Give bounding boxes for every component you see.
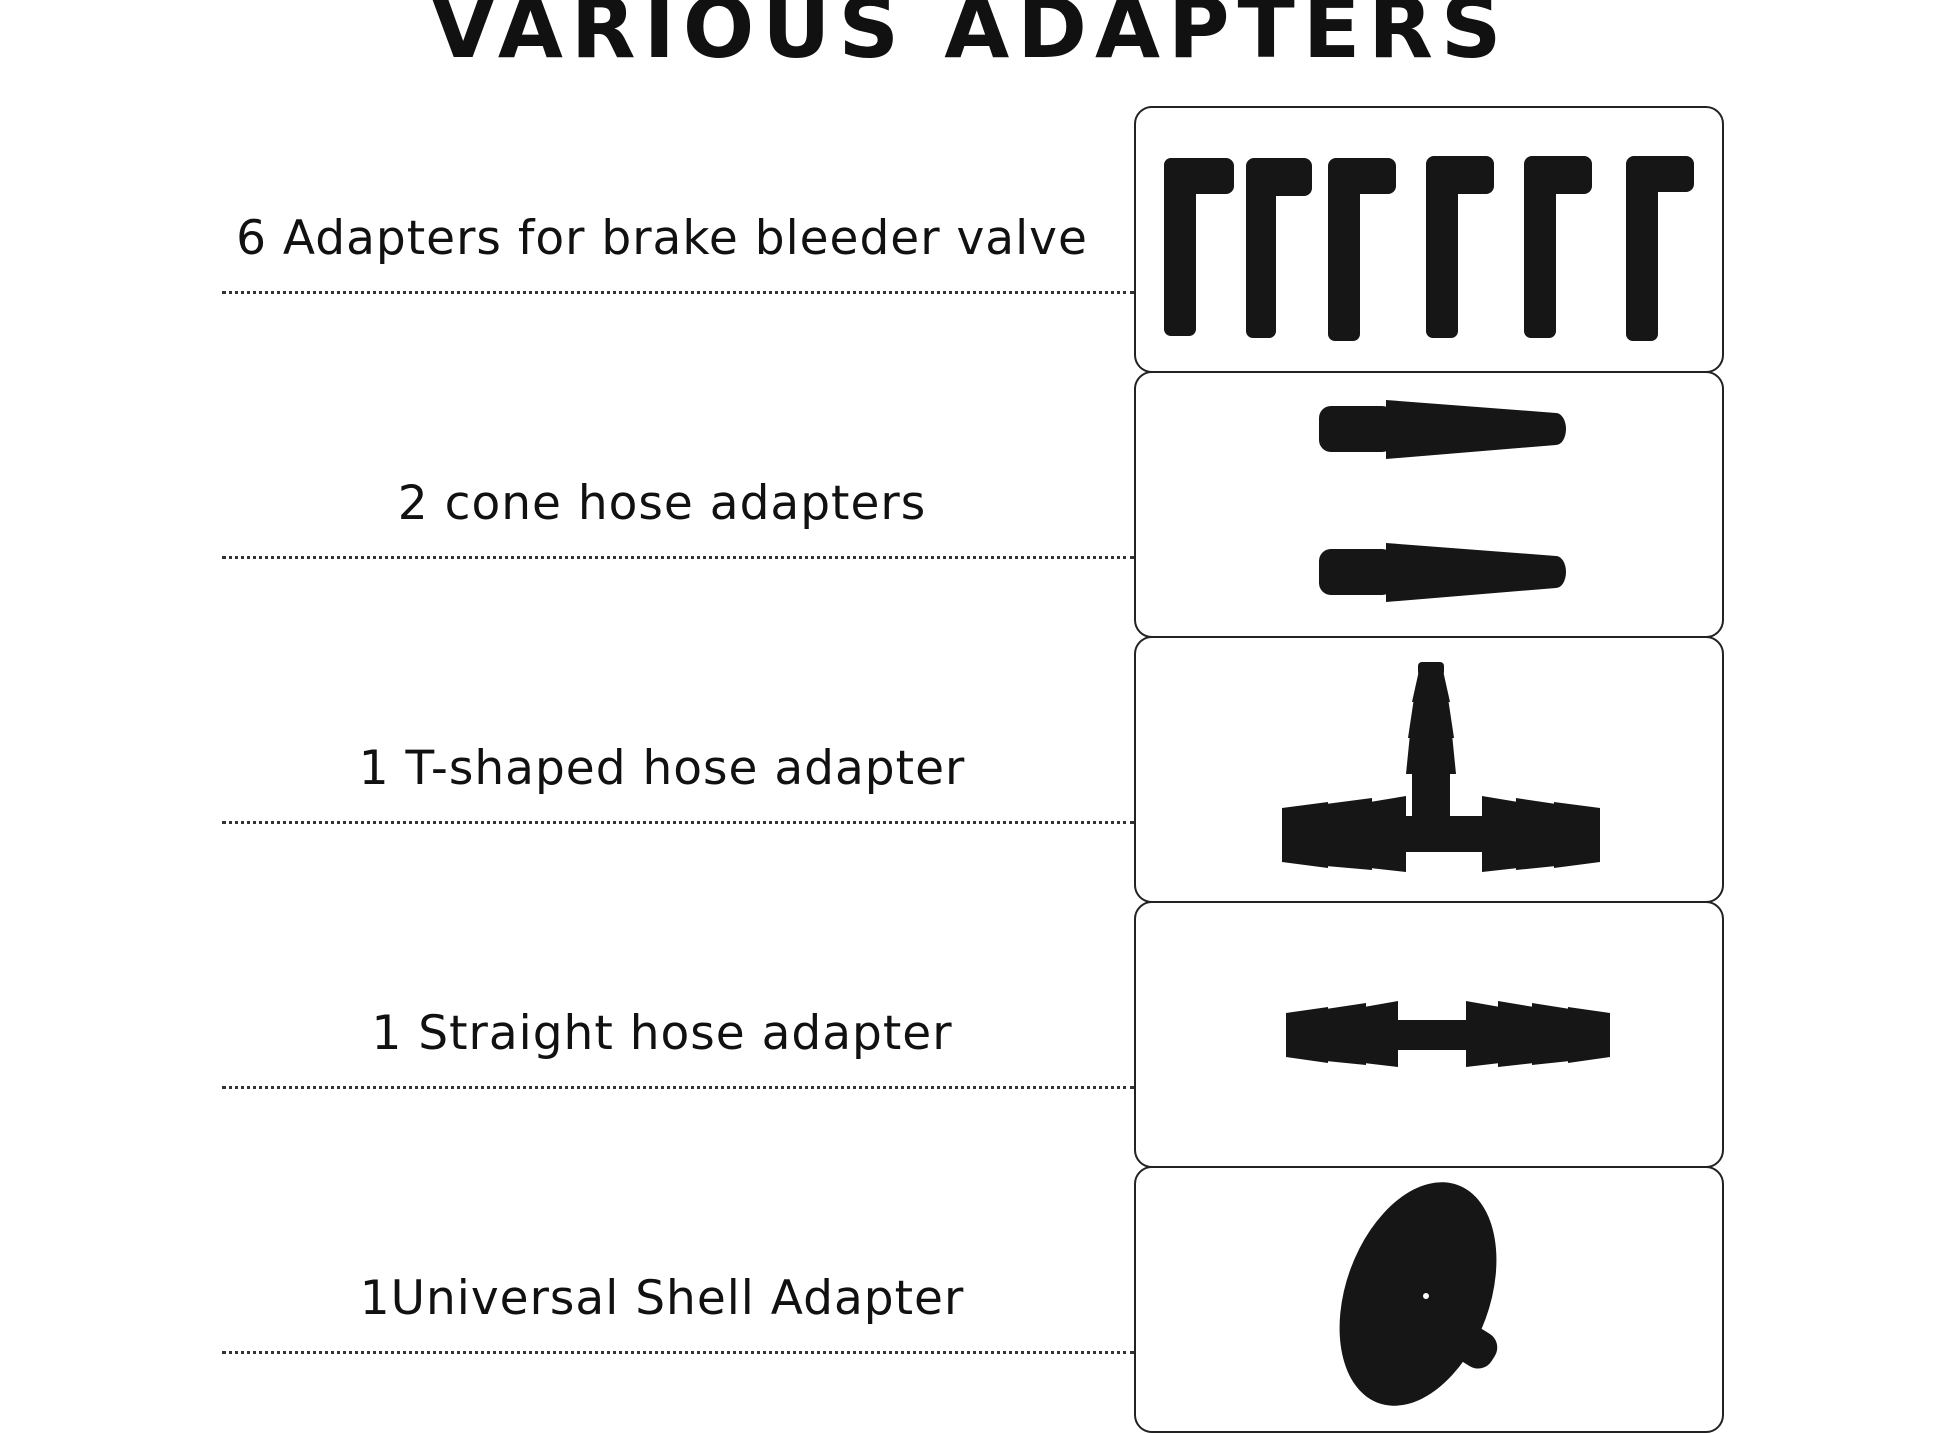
elbow-adapter-icon <box>1164 158 1234 336</box>
shell-adapter-icon <box>1339 1182 1498 1406</box>
cone-adapters-image <box>1319 400 1566 602</box>
item-image-panel <box>1134 636 1724 903</box>
elbow-adapter-icon <box>1426 156 1494 338</box>
elbow-adapter-icon <box>1524 156 1592 338</box>
item-row-t-adapter: 1 T-shaped hose adapter <box>0 636 1940 903</box>
item-label: 2 cone hose adapters <box>397 476 927 531</box>
bleeder-adapters-image <box>1164 156 1694 341</box>
shell-adapter-image <box>1339 1182 1498 1406</box>
item-image-panel <box>1134 371 1724 638</box>
item-label: 1Universal Shell Adapter <box>359 1271 965 1326</box>
cone-adapter-icon <box>1319 543 1566 602</box>
item-image-panel <box>1134 1166 1724 1433</box>
page-title: VARIOUS ADAPTERS <box>430 0 1510 77</box>
item-label: 1 T-shaped hose adapter <box>358 741 966 796</box>
item-label: 1 Straight hose adapter <box>371 1006 953 1061</box>
item-label: 6 Adapters for brake bleeder valve <box>236 211 1088 266</box>
item-row-bleeder-adapters: 6 Adapters for brake bleeder valve <box>0 106 1940 373</box>
t-shaped-adapter-icon <box>1282 662 1600 872</box>
item-row-straight-adapter: 1 Straight hose adapter <box>0 901 1940 1168</box>
dotted-leader-line <box>222 1086 1134 1089</box>
item-row-cone-adapters: 2 cone hose adapters <box>0 371 1940 638</box>
elbow-adapter-icon <box>1246 158 1312 338</box>
dotted-leader-line <box>222 556 1134 559</box>
item-image-panel <box>1134 901 1724 1168</box>
dotted-leader-line <box>222 291 1134 294</box>
dotted-leader-line <box>222 821 1134 824</box>
cone-adapter-icon <box>1319 400 1566 459</box>
item-image-panel <box>1134 106 1724 373</box>
straight-adapter-image <box>1286 1001 1610 1067</box>
dotted-leader-line <box>222 1351 1134 1354</box>
elbow-adapter-icon <box>1328 158 1396 341</box>
item-row-shell-adapter: 1Universal Shell Adapter <box>0 1166 1940 1433</box>
t-adapter-image <box>1282 662 1600 872</box>
elbow-adapter-icon <box>1626 156 1694 341</box>
straight-hose-adapter-icon <box>1286 1001 1610 1067</box>
